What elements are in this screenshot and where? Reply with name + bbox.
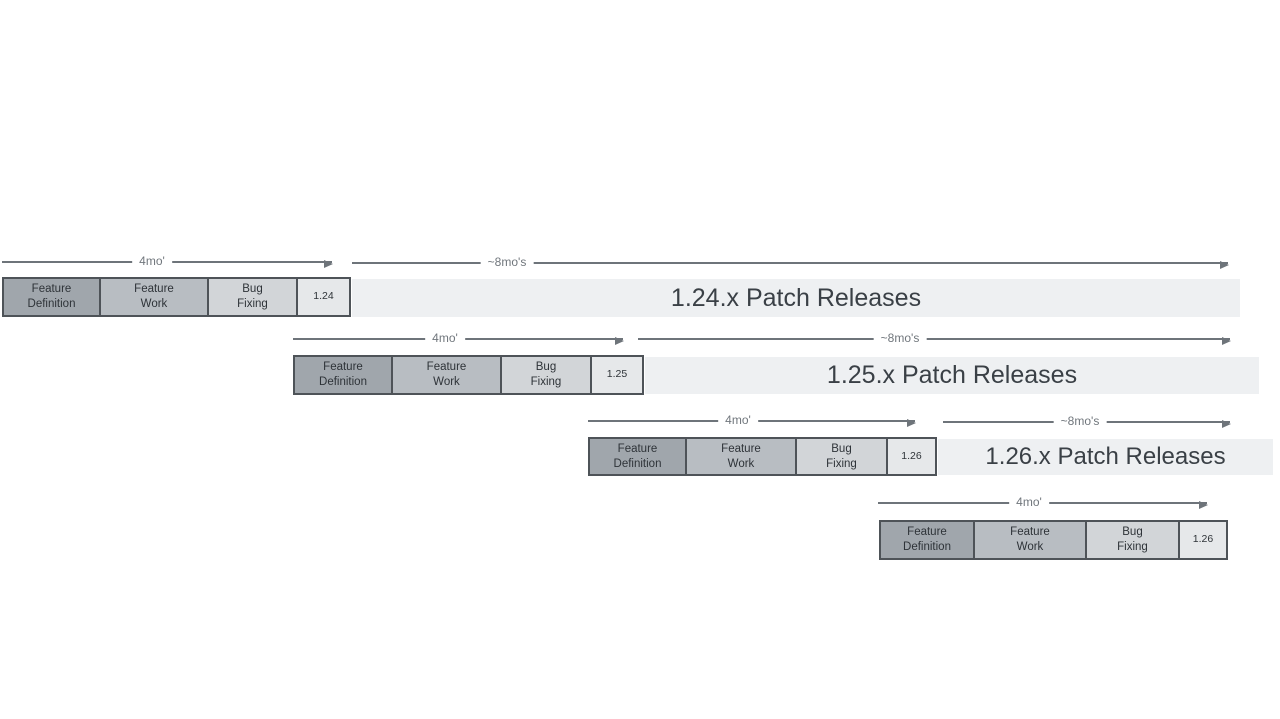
bug-fixing-label: Bug Fixing bbox=[1117, 526, 1148, 553]
eight-month-arrow-label: ~8mo's bbox=[480, 255, 534, 270]
four-month-arrow-label: 4mo' bbox=[718, 413, 758, 428]
patch-releases-bar: 1.25.x Patch Releases bbox=[645, 357, 1259, 394]
bug-fixing-box: Bug Fixing bbox=[207, 277, 298, 317]
eight-month-arrow bbox=[352, 261, 1229, 269]
feature-work-label: Feature Work bbox=[721, 442, 761, 470]
feature-definition-label: Feature Definition bbox=[319, 361, 367, 388]
eight-month-arrow-label: ~8mo's bbox=[873, 331, 927, 346]
version-box: 1.24 bbox=[296, 277, 351, 317]
feature-definition-label: Feature Definition bbox=[903, 526, 951, 553]
bug-fixing-box: Bug Fixing bbox=[795, 437, 888, 476]
bug-fixing-box: Bug Fixing bbox=[500, 355, 592, 395]
feature-definition-box: Feature Definition bbox=[588, 437, 687, 476]
patch-releases-label: 1.24.x Patch Releases bbox=[670, 283, 922, 312]
bug-fixing-label: Bug Fixing bbox=[530, 361, 562, 388]
feature-work-box: Feature Work bbox=[973, 520, 1087, 560]
feature-work-label: Feature Work bbox=[134, 283, 174, 310]
feature-definition-label: Feature Definition bbox=[613, 442, 662, 470]
eight-month-arrow-label: ~8mo's bbox=[1053, 414, 1107, 429]
feature-work-label: Feature Work bbox=[1010, 526, 1050, 553]
version-label: 1.24 bbox=[313, 290, 334, 303]
bug-fixing-label: Bug Fixing bbox=[237, 283, 268, 310]
patch-releases-bar: 1.24.x Patch Releases bbox=[352, 279, 1240, 317]
feature-work-box: Feature Work bbox=[99, 277, 209, 317]
feature-definition-label: Feature Definition bbox=[27, 283, 76, 310]
version-box: 1.26 bbox=[1178, 520, 1228, 560]
version-box: 1.26 bbox=[886, 437, 937, 476]
feature-definition-box: Feature Definition bbox=[879, 520, 975, 560]
version-label: 1.25 bbox=[606, 368, 628, 381]
feature-definition-box: Feature Definition bbox=[293, 355, 393, 395]
patch-releases-bar: 1.26.x Patch Releases bbox=[938, 439, 1273, 475]
four-month-arrow-label: 4mo' bbox=[425, 331, 465, 346]
patch-releases-label: 1.26.x Patch Releases bbox=[985, 443, 1226, 470]
patch-releases-label: 1.25.x Patch Releases bbox=[826, 361, 1078, 389]
bug-fixing-label: Bug Fixing bbox=[826, 442, 857, 470]
feature-work-box: Feature Work bbox=[685, 437, 797, 476]
four-month-arrow-label: 4mo' bbox=[132, 254, 172, 269]
version-box: 1.25 bbox=[590, 355, 644, 395]
feature-work-label: Feature Work bbox=[426, 361, 467, 388]
eight-month-arrow bbox=[638, 337, 1231, 345]
version-label: 1.26 bbox=[1192, 533, 1214, 546]
version-label: 1.26 bbox=[901, 449, 922, 462]
four-month-arrow-label: 4mo' bbox=[1009, 495, 1049, 510]
feature-work-box: Feature Work bbox=[391, 355, 502, 395]
bug-fixing-box: Bug Fixing bbox=[1085, 520, 1180, 560]
feature-definition-box: Feature Definition bbox=[2, 277, 101, 317]
